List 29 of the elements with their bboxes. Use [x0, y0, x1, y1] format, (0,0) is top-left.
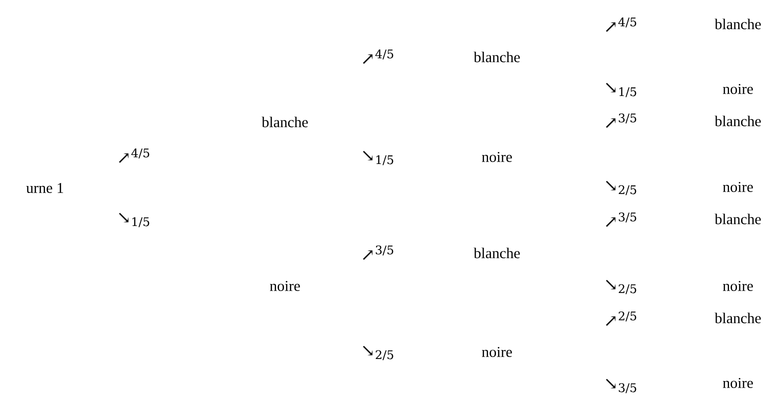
- probability-label: ↘$_{1/5}$: [606, 82, 636, 98]
- outcome-label: noire: [722, 280, 753, 292]
- probability-label: ↘$_{2/5}$: [363, 346, 394, 360]
- outcome-label: noire: [722, 182, 753, 192]
- outcome-label: blanche: [474, 248, 520, 258]
- probability-label: ↗$^{3/5}$: [363, 245, 394, 260]
- probability-label: ↗$^{3/5}$: [606, 212, 636, 227]
- probability-label: ↗$^{4/5}$: [606, 17, 636, 32]
- outcome-label: blanche: [714, 18, 761, 30]
- probability-label: ↗$^{4/5}$: [119, 148, 150, 163]
- probability-label: ↘$_{2/5}$: [606, 280, 636, 294]
- outcome-label: blanche: [474, 52, 520, 62]
- outcome-label: noire: [722, 84, 753, 94]
- outcome-label: noire: [482, 346, 512, 358]
- outcome-label: noire: [482, 152, 512, 162]
- outcome-label: blanche: [714, 116, 761, 126]
- probability-label: ↘$_{2/5}$: [606, 180, 636, 196]
- outcome-label: blanche: [262, 116, 308, 128]
- probability-label: ↘$_{3/5}$: [606, 378, 636, 394]
- outcome-label: noire: [270, 280, 300, 292]
- outcome-label: blanche: [714, 312, 761, 324]
- probability-label: ↘$_{1/5}$: [363, 150, 394, 166]
- probability-label: ↘$_{1/5}$: [119, 212, 150, 228]
- outcome-label: blanche: [714, 214, 761, 224]
- probability-label: ↗$^{4/5}$: [363, 49, 394, 64]
- probability-label: ↗$^{2/5}$: [606, 311, 636, 326]
- probability-label: ↗$^{3/5}$: [606, 113, 636, 128]
- outcome-label: noire: [722, 378, 753, 388]
- outcome-label: urne 1: [26, 182, 64, 194]
